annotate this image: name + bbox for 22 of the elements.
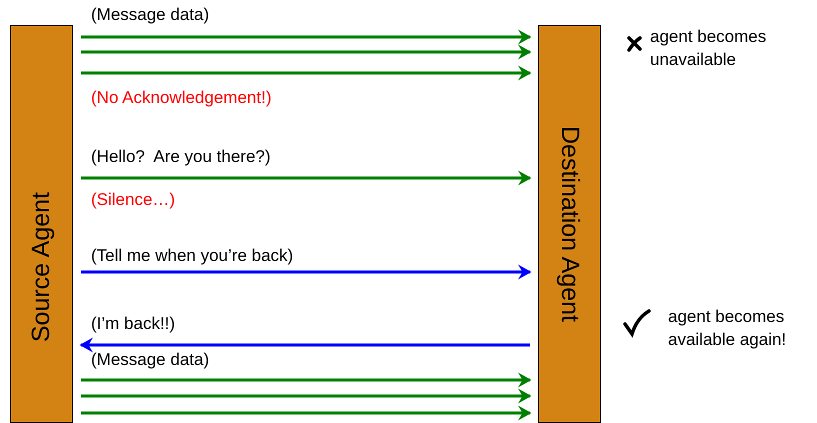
status-note: agent becomes available again!	[668, 306, 788, 351]
message-arrow	[81, 30, 532, 44]
edge-label: (Hello? Are you there?)	[91, 147, 271, 167]
message-arrow	[80, 338, 530, 352]
note-text: (Silence…)	[91, 190, 176, 210]
lifeline-bar	[10, 25, 73, 423]
message-arrow	[81, 372, 532, 388]
agent-label: Destination Agent	[555, 126, 584, 322]
edge-label: (Message data)	[91, 350, 210, 370]
edge-label: (I’m back!!)	[91, 314, 176, 334]
edge-label: (Message data)	[91, 5, 210, 25]
note-text: (No Acknowledgement!)	[91, 88, 272, 108]
message-arrow	[81, 66, 532, 80]
message-arrow	[81, 170, 532, 186]
message-arrow	[81, 264, 532, 280]
message-arrow	[81, 388, 532, 404]
message-arrow	[81, 44, 532, 60]
status-note: agent becomes unavailable	[650, 26, 768, 71]
lifeline-bar	[538, 25, 601, 423]
message-arrow	[81, 406, 532, 420]
edge-label: (Tell me when you’re back)	[91, 246, 294, 266]
agent-label: Source Agent	[27, 192, 56, 342]
